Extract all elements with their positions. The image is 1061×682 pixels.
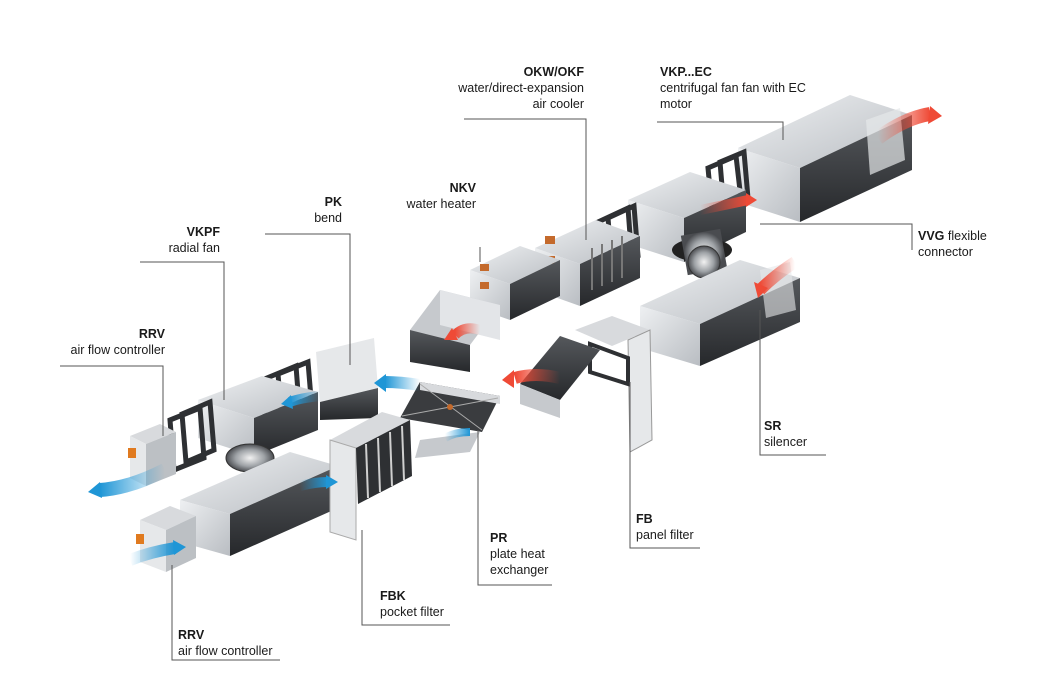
- label-pr-desc-2: exchanger: [490, 563, 549, 577]
- outlet-silencer-box: [738, 95, 912, 222]
- cool-airflow-arrows: [88, 374, 471, 566]
- label-vkpf: VKPF radial fan: [140, 224, 220, 256]
- label-okw-desc-1: water/direct-expansion: [458, 81, 584, 95]
- ec-fan-box: [628, 172, 746, 279]
- label-rrv-bottom-code: RRV: [178, 628, 205, 642]
- label-vkpf-code: VKPF: [186, 225, 220, 239]
- label-rrv-bottom-desc-1: air flow controller: [178, 644, 273, 658]
- label-fb-code: FB: [636, 512, 653, 526]
- bend-left: [316, 338, 378, 420]
- bend-lower: [520, 336, 600, 418]
- label-vvg-desc-2: connector: [918, 245, 973, 259]
- silencer-box: [640, 260, 800, 366]
- panel-filter: [575, 316, 653, 453]
- label-pr-desc-1: plate heat: [490, 547, 545, 561]
- label-fb-desc-1: panel filter: [636, 528, 694, 542]
- label-pr: PR plate heat exchanger: [490, 530, 548, 578]
- label-pk-desc-1: bend: [314, 211, 342, 225]
- flow-controller-lower: [136, 506, 196, 572]
- label-fbk-code: FBK: [380, 589, 406, 603]
- label-pk-code: PK: [324, 195, 342, 209]
- label-vvg-code: VVG: [918, 229, 945, 243]
- label-rrv-top-desc-1: air flow controller: [70, 343, 165, 357]
- label-vkp: VKP...EC centrifugal fan fan with EC mot…: [660, 64, 806, 112]
- label-rrv-bottom: RRV air flow controller: [178, 627, 272, 659]
- label-pk: PK bend: [290, 194, 342, 226]
- label-fb: FB panel filter: [636, 511, 694, 543]
- label-sr-desc-1: silencer: [764, 435, 808, 449]
- warm-airflow-arrows: [444, 106, 942, 388]
- label-nkv-code: NKV: [449, 181, 476, 195]
- label-sr: SR silencer: [764, 418, 807, 450]
- label-pr-code: PR: [490, 531, 508, 545]
- pocket-filter: [329, 412, 412, 541]
- label-okw: OKW/OKF water/direct-expansion air coole…: [440, 64, 584, 112]
- label-sr-code: SR: [764, 419, 782, 433]
- label-rrv-top-code: RRV: [138, 327, 165, 341]
- label-okw-code: OKW/OKF: [523, 65, 584, 79]
- label-nkv: NKV water heater: [380, 180, 476, 212]
- label-nkv-desc-1: water heater: [406, 197, 476, 211]
- label-vkp-desc-2: motor: [660, 97, 692, 111]
- label-rrv-top: RRV air flow controller: [40, 326, 165, 358]
- label-vkpf-desc-1: radial fan: [168, 241, 220, 255]
- label-okw-desc-2: air cooler: [532, 97, 584, 111]
- lower-silencer-box: [180, 452, 338, 556]
- plate-heat-exchanger: [400, 382, 500, 458]
- label-vvg-desc-1: flexible: [947, 229, 987, 243]
- leader-lines: [60, 118, 913, 661]
- label-fbk-desc-1: pocket filter: [380, 605, 444, 619]
- label-vkp-code: VKP...EC: [660, 65, 712, 79]
- label-vvg: VVG flexible connector: [918, 228, 987, 260]
- label-vkp-desc-1: centrifugal fan fan with EC: [660, 81, 806, 95]
- label-fbk: FBK pocket filter: [380, 588, 444, 620]
